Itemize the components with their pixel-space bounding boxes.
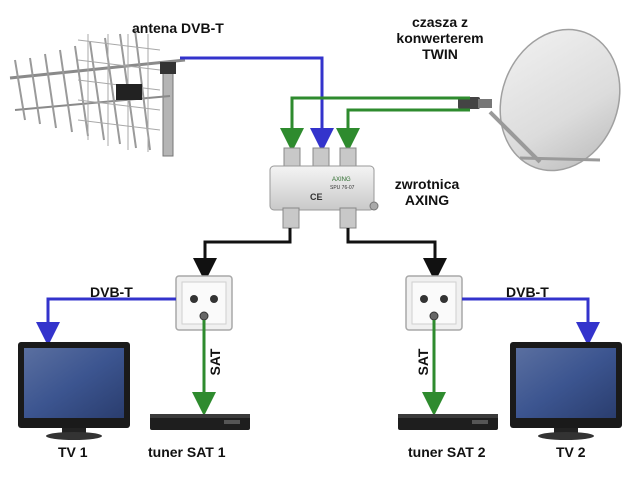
tuner2-label: tuner SAT 2 [408,444,486,460]
dvbt-left-label: DVB-T [90,284,133,300]
dish-label-line2: konwerterem [396,30,484,46]
wall-socket-icon [405,275,463,331]
splitter-brand-print: AXING [332,177,351,183]
dish-label: czasza z konwerterem TWIN [380,14,500,62]
tv-icon [510,342,622,440]
cable-output-right [346,228,447,282]
tv-icon [18,342,130,440]
splitter-ce-print: CE [310,192,323,202]
set-top-box-icon [150,414,250,430]
cable-dvbt-antenna [180,56,334,152]
dish-label-line3: TWIN [422,46,458,62]
splitter-label-line1: zwrotnica [394,176,460,192]
wall-socket-icon [175,275,233,331]
tuner1-label: tuner SAT 1 [148,444,226,460]
sat-left-label: SAT [207,348,223,376]
splitter-icon: AXING SPU 76-07 CE [269,147,379,229]
tv1-label: TV 1 [58,444,88,460]
cable-dvbt-tv2 [462,297,600,346]
dish-label-line1: czasza z [411,14,469,30]
cable-output-left [193,228,292,282]
splitter-label: zwrotnica AXING [382,176,472,208]
cable-sat-1 [280,96,470,152]
antenna-label: antena DVB-T [132,20,224,36]
set-top-box-icon [398,414,498,430]
satellite-dish-icon [458,28,621,172]
cable-dvbt-tv1 [36,297,176,346]
splitter-model-print: SPU 76-07 [330,185,355,191]
dvbt-right-label: DVB-T [506,284,549,300]
yagi-antenna-icon [9,29,186,157]
sat-right-label: SAT [415,348,431,376]
splitter-label-line2: AXING [404,192,450,208]
tv2-label: TV 2 [556,444,586,460]
cable-sat-2 [336,108,470,152]
